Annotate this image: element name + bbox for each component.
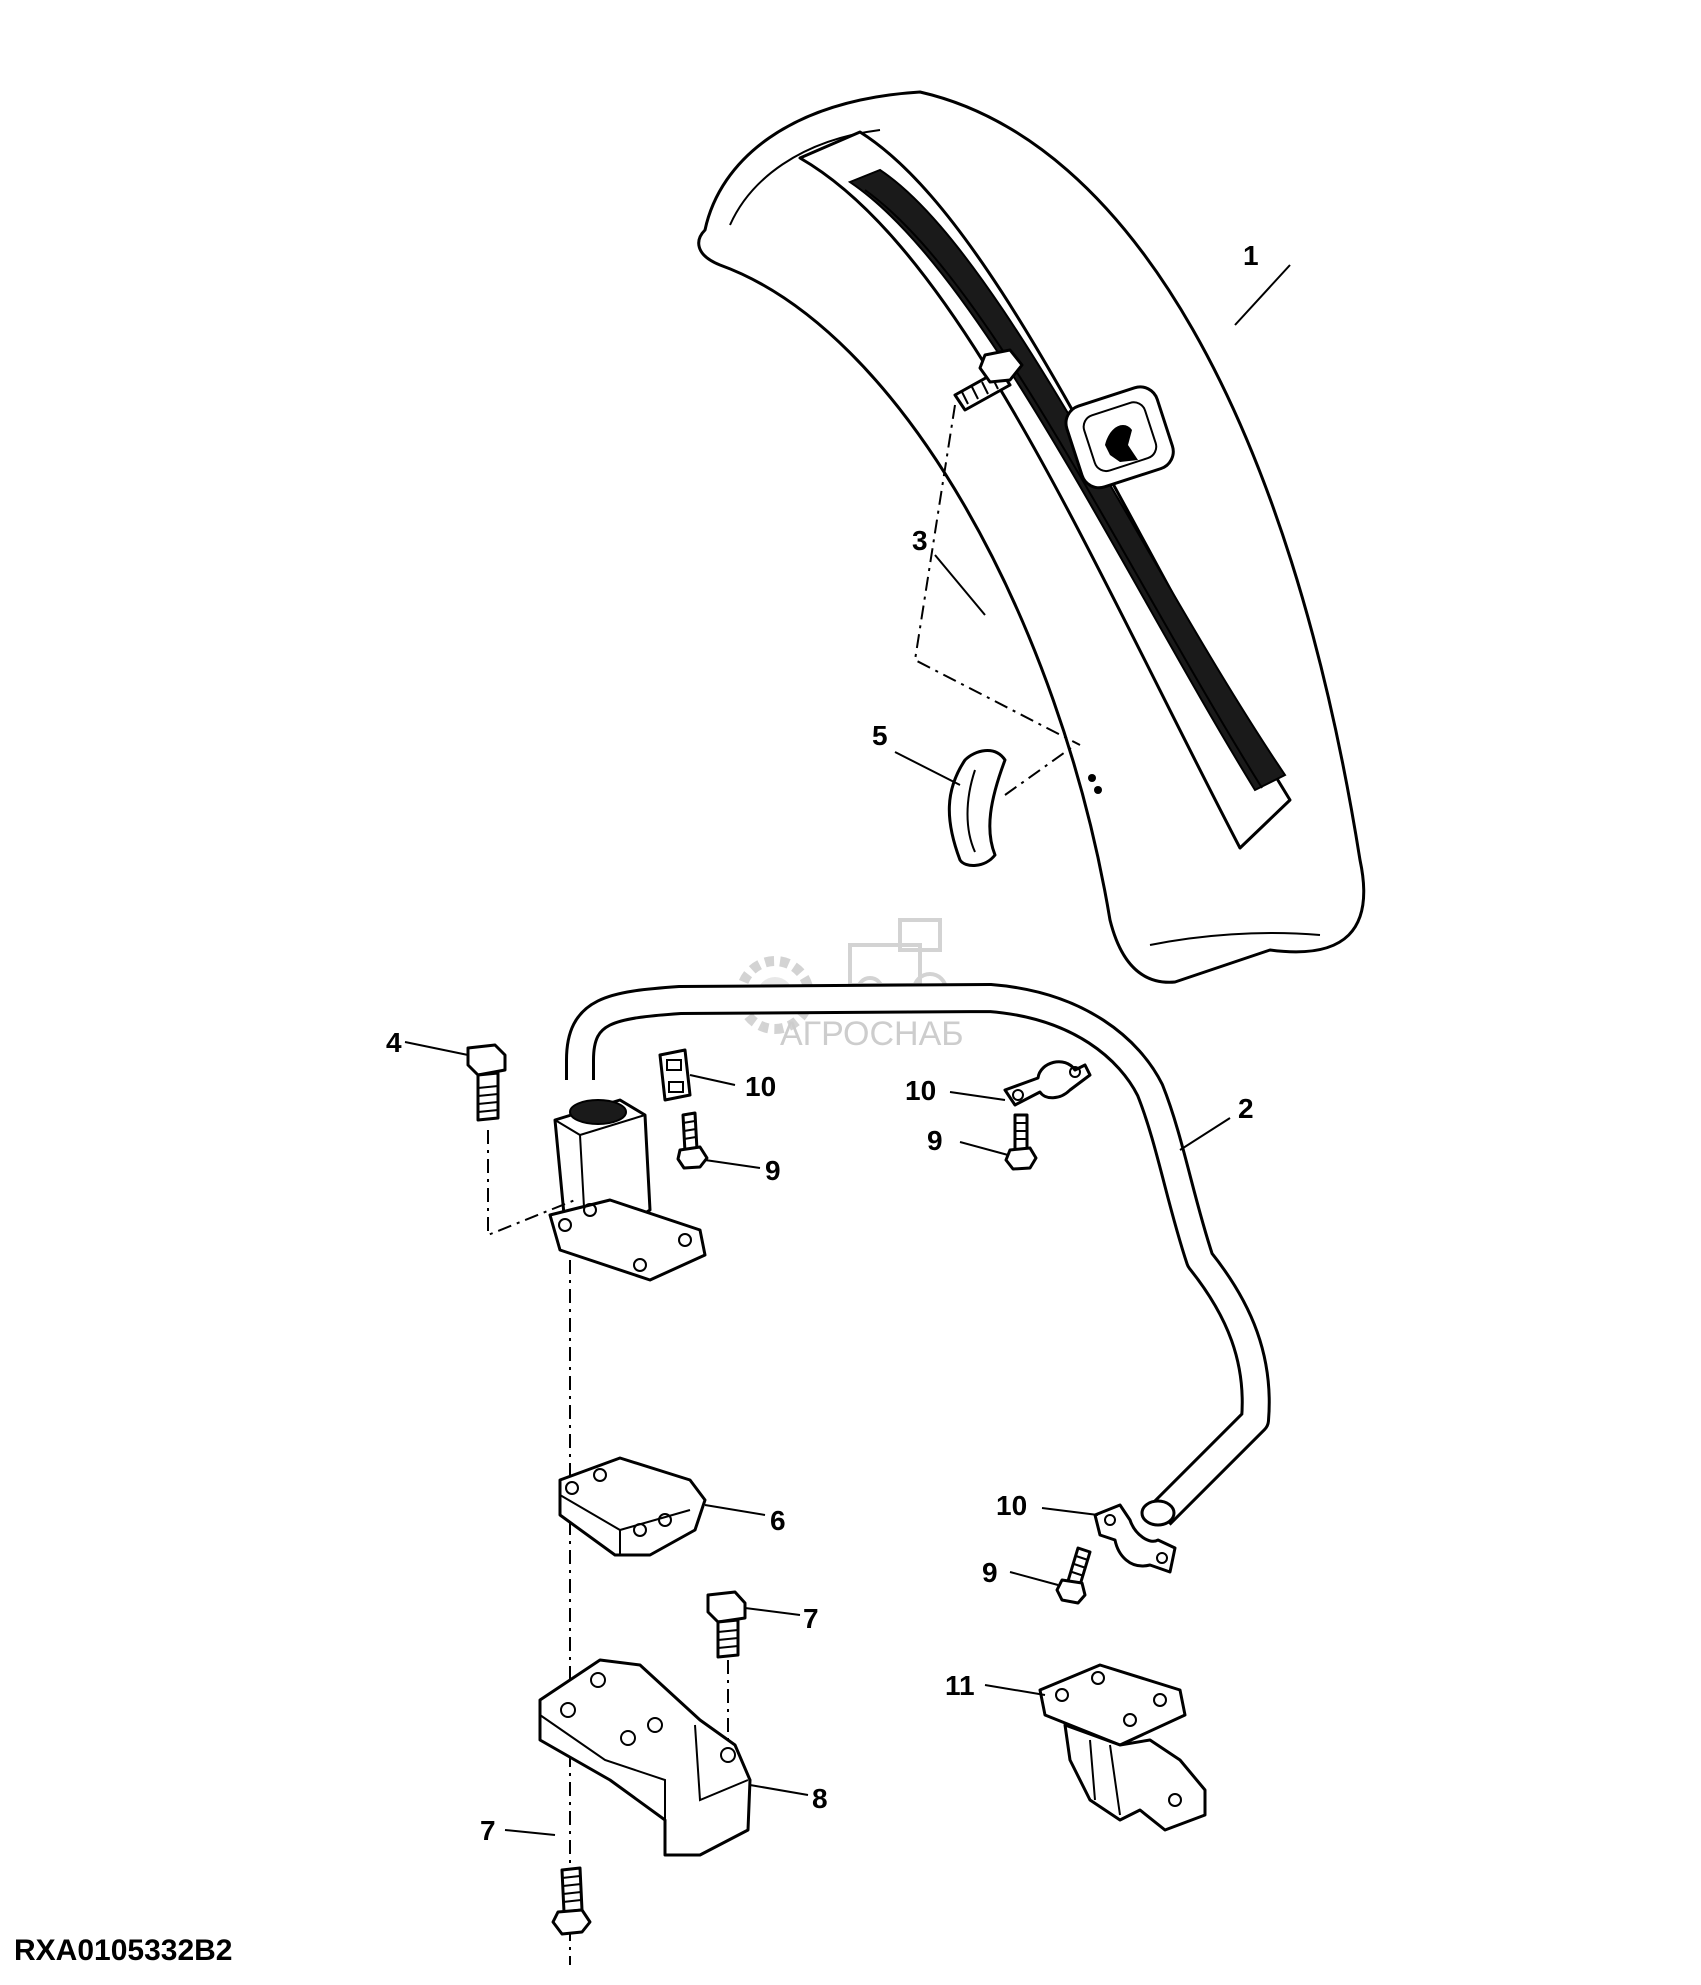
deer-logo-icon: [1064, 385, 1175, 490]
part-5-reflector: [947, 749, 1007, 867]
callout-6: 6: [770, 1505, 786, 1536]
part-7-bolt-upper: [706, 1590, 747, 1659]
leader-7a: [744, 1607, 801, 1616]
part-9-screw-upper-left: [676, 1111, 709, 1170]
leader-6: [704, 1504, 766, 1516]
callout-8: 8: [812, 1783, 828, 1814]
callout-9a: 9: [765, 1155, 781, 1186]
leader-10a: [689, 1074, 736, 1086]
callout-7b: 7: [480, 1815, 496, 1846]
leader-7b: [504, 1829, 556, 1836]
callout-11: 11: [945, 1670, 975, 1701]
part-10-clamp-upper-left: [658, 1048, 692, 1102]
leader-2: [1179, 1117, 1231, 1151]
leader-1: [1234, 264, 1291, 326]
alignment-line-3: [913, 404, 1081, 746]
leader-4: [404, 1041, 469, 1056]
part-10-clamp-upper-right: [1003, 1060, 1092, 1107]
callout-10c: 10: [996, 1490, 1027, 1521]
leader-9b: [959, 1141, 1009, 1156]
callout-4: 4: [386, 1027, 402, 1058]
part-10-clamp-lower: [1093, 1503, 1177, 1574]
callout-9b: 9: [927, 1125, 943, 1156]
callout-5: 5: [872, 720, 888, 751]
leader-9a: [704, 1159, 761, 1169]
leader-5: [894, 751, 961, 786]
part-9-screw-upper-right: [1004, 1113, 1038, 1171]
callout-2: 2: [1238, 1093, 1254, 1124]
part-2-tube: [565, 983, 1271, 1527]
callout-9c: 9: [982, 1557, 998, 1588]
part-8-bracket: [538, 1658, 752, 1857]
part-1-fender: [697, 90, 1366, 984]
part-7-bolt-lower: [551, 1866, 592, 1936]
callout-1: 1: [1243, 240, 1259, 271]
callout-10b: 10: [905, 1075, 936, 1106]
figure-id: RXA0105332B2: [14, 1934, 233, 1967]
leader-8: [749, 1784, 809, 1796]
leader-3: [934, 554, 986, 616]
alignment-line-5: [1004, 744, 1076, 796]
part-6-pad: [558, 1456, 707, 1557]
callout-7a: 7: [803, 1603, 819, 1634]
alignment-line-4: [487, 1130, 576, 1237]
watermark-main-text: АГРОСНАБ: [780, 1015, 964, 1053]
part-4-bolt: [466, 1043, 507, 1122]
leader-10b: [949, 1091, 1006, 1101]
part-11-support: [1038, 1663, 1207, 1832]
part-2-post: [548, 1098, 707, 1282]
leader-10c: [1041, 1507, 1099, 1516]
part-9-screw-lower: [1055, 1546, 1092, 1605]
leader-9c: [1009, 1571, 1059, 1586]
callout-10a: 10: [745, 1071, 776, 1102]
callout-3: 3: [912, 525, 928, 556]
leader-11: [984, 1684, 1046, 1696]
part-3-bolt: [953, 348, 1024, 412]
